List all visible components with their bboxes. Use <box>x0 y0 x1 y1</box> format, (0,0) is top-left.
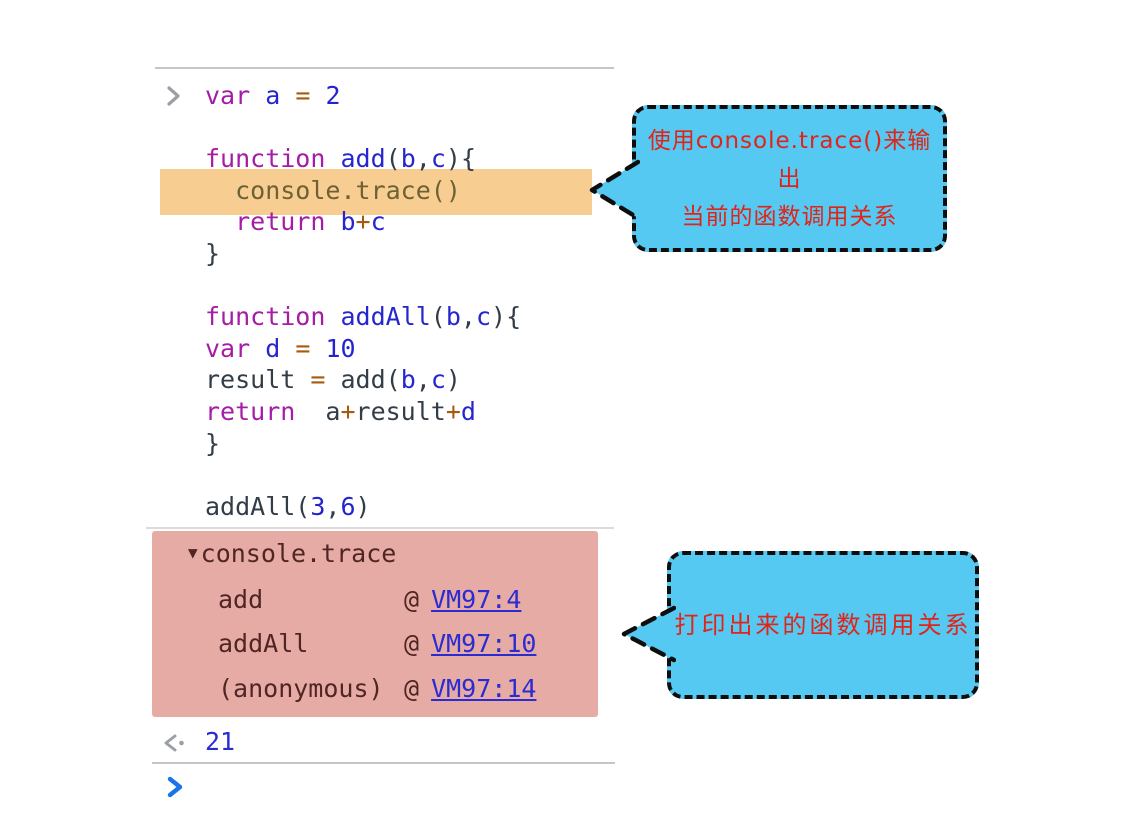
trace-function-name: addAll <box>218 629 309 659</box>
returned-value-icon <box>161 732 189 759</box>
trace-rows: add @ VM97:4 addAll @ VM97:10 (anonymous) @ VM97… <box>152 577 598 711</box>
returned-value: 21 <box>205 727 236 756</box>
code-line: console.trace() <box>205 175 461 205</box>
console-history-row <box>165 84 183 113</box>
callout-console-trace-usage: 使用console.trace()来输出 当前的函数调用关系 <box>632 105 947 252</box>
code-line: function addAll(b,c){ <box>205 302 522 332</box>
code-highlight-marker <box>160 169 592 215</box>
trace-source-link[interactable]: VM97:4 <box>431 584 522 614</box>
divider-above-prompt <box>152 762 615 764</box>
disclosure-triangle-icon[interactable]: ▼ <box>188 543 198 562</box>
trace-function-name: add <box>218 584 264 614</box>
trace-row: add @ VM97:4 <box>152 577 598 622</box>
trace-at-separator: @ <box>404 629 420 659</box>
code-lines: var a = 2 function add(b,c){ console.tra… <box>205 80 521 522</box>
code-line <box>205 459 521 491</box>
callout-text-line: 当前的函数调用关系 <box>681 203 898 230</box>
trace-row: addAll @ VM97:10 <box>152 622 598 667</box>
chevron-right-blue-icon[interactable] <box>166 775 185 799</box>
callout-arrow-left-icon <box>589 159 640 221</box>
chevron-right-gray-icon <box>167 86 180 106</box>
trace-header-label: console.trace <box>200 539 397 568</box>
divider-top <box>155 67 614 69</box>
trace-row: (anonymous) @ VM97:14 <box>152 666 598 711</box>
code-line <box>205 270 521 302</box>
code-line: result = add(b,c) <box>205 365 461 395</box>
trace-source-link[interactable]: VM97:10 <box>431 629 537 659</box>
code-line: var a = 2 <box>205 81 341 110</box>
trace-at-separator: @ <box>404 673 420 703</box>
code-line: } <box>205 238 221 268</box>
console-input-row[interactable] <box>166 775 185 804</box>
code-line: function add(b,c){ <box>205 144 476 174</box>
trace-function-name: (anonymous) <box>218 673 384 703</box>
callout-text-line: 使用console.trace()来输出 <box>647 127 932 192</box>
code-line: } <box>205 428 221 458</box>
divider-above-trace <box>146 527 614 529</box>
trace-at-separator: @ <box>404 584 420 614</box>
code-line <box>205 112 521 144</box>
code-line: var d = 10 <box>205 333 356 363</box>
code-line: return a+result+d <box>205 396 476 426</box>
code-line: return b+c <box>235 207 386 237</box>
console-trace-output: ▼ console.trace add @ VM97:4 addAll @ VM97:10… <box>152 531 598 717</box>
trace-source-link[interactable]: VM97:14 <box>431 673 537 703</box>
trace-header-row[interactable]: ▼ console.trace <box>152 531 598 569</box>
code-line: addAll(3,6) <box>205 491 371 521</box>
callout-text-line: 打印出来的函数调用关系 <box>674 611 972 639</box>
callout-arrow-left-icon <box>621 605 676 663</box>
callout-trace-result: 打印出来的函数调用关系 <box>667 551 979 699</box>
